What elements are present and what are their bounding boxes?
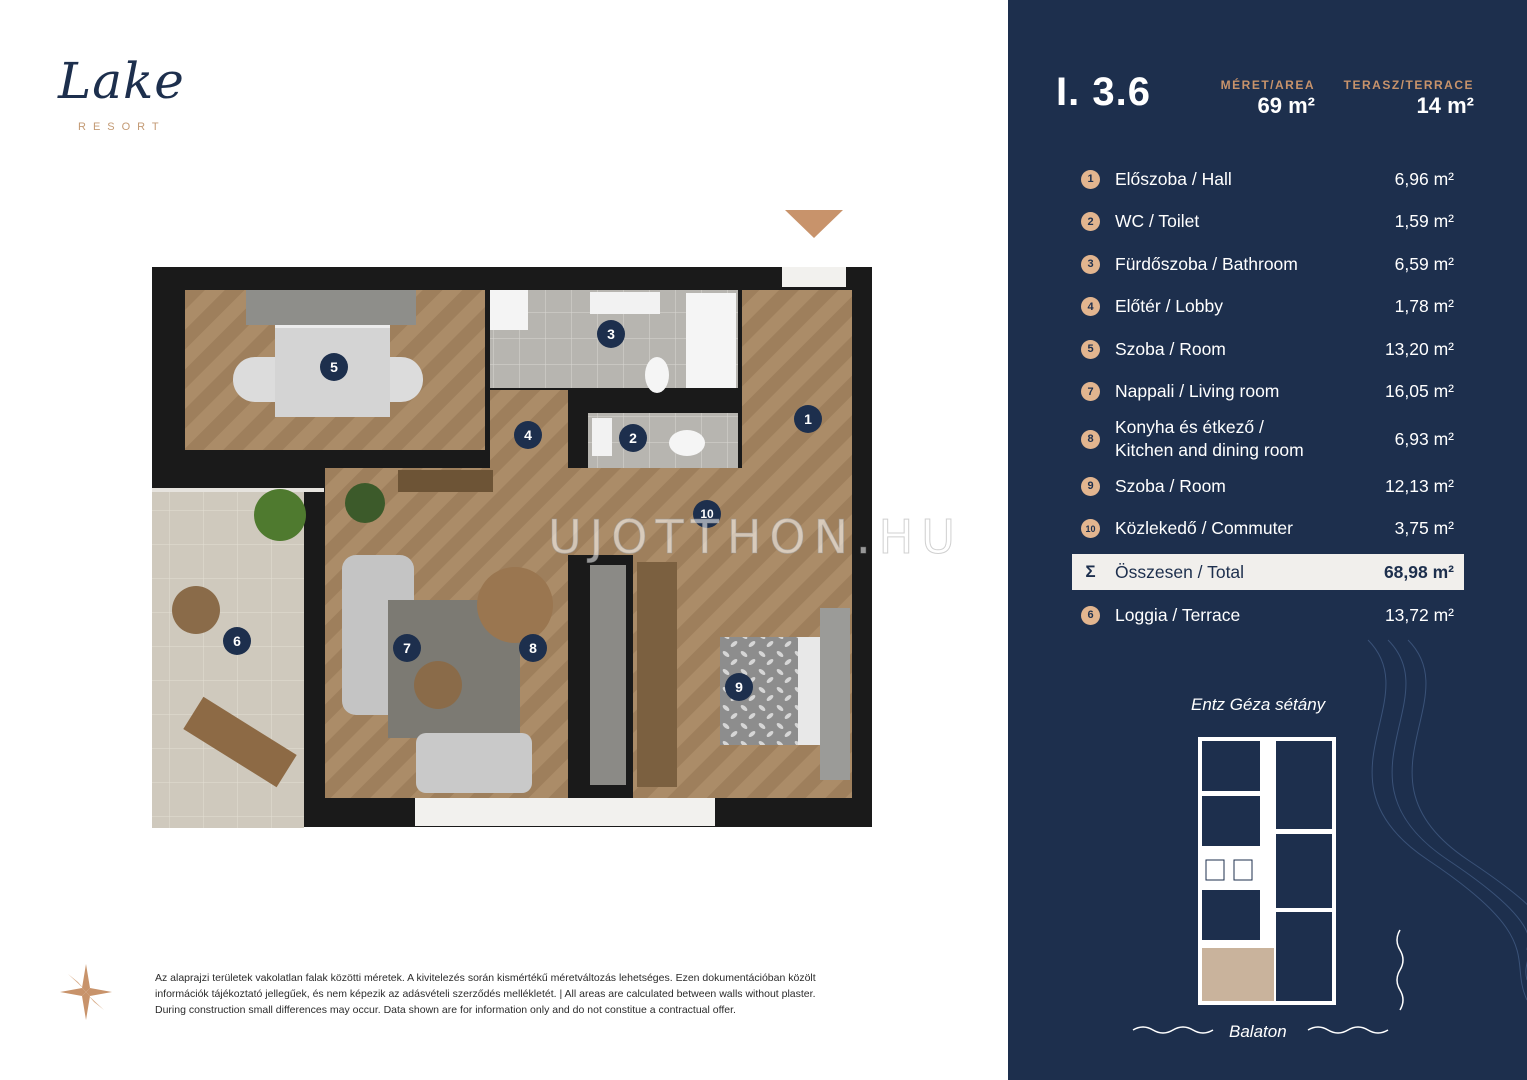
room-number-badge: 9 bbox=[1081, 476, 1100, 496]
terrace-value: 14 m² bbox=[1416, 93, 1474, 118]
apartment-id: I. 3.6 bbox=[1056, 70, 1151, 114]
plan-label-2: 2 bbox=[619, 424, 647, 452]
terrace-label: TERASZ/TERRACE bbox=[1343, 78, 1474, 92]
plan-label-6: 6 bbox=[223, 627, 251, 655]
sigma-icon: Σ bbox=[1085, 562, 1096, 581]
plan-label-10: 10 bbox=[693, 500, 721, 528]
room-number-badge: 4 bbox=[1081, 297, 1100, 317]
area-label: MÉRET/AREA bbox=[1220, 78, 1315, 92]
room-number-badge: 6 bbox=[1081, 605, 1100, 625]
room-list: 1 Előszoba / Hall 6,96 m² 2 WC / Toilet … bbox=[1072, 158, 1464, 637]
disclaimer-line: információk tájékoztató jellegűek, és ne… bbox=[155, 988, 816, 1000]
room-name: Nappali / Living room bbox=[1115, 381, 1280, 402]
plan-label-3: 3 bbox=[597, 320, 625, 348]
room-row: 7 Nappali / Living room 16,05 m² bbox=[1072, 371, 1464, 414]
total-name: Összesen / Total bbox=[1115, 561, 1245, 582]
room-area: 1,59 m² bbox=[1394, 211, 1454, 232]
brand-subtitle: RESORT bbox=[78, 121, 166, 133]
room-name: Szoba / Room bbox=[1115, 338, 1226, 359]
room-name: Konyha és étkező / Kitchen and dining ro… bbox=[1115, 416, 1354, 462]
room-row: 1 Előszoba / Hall 6,96 m² bbox=[1072, 158, 1464, 201]
floor-plan bbox=[152, 267, 872, 828]
room-name: Közlekedő / Commuter bbox=[1115, 518, 1293, 539]
room-row: 3 Fürdőszoba / Bathroom 6,59 m² bbox=[1072, 243, 1464, 286]
room-area: 16,05 m² bbox=[1384, 381, 1454, 402]
room-row: 8 Konyha és étkező / Kitchen and dining … bbox=[1072, 413, 1464, 465]
room-number-badge: 2 bbox=[1081, 212, 1100, 232]
disclaimer: Az alaprajzi területek vakolatlan falak … bbox=[155, 970, 975, 1018]
lake-label: Balaton bbox=[1229, 1022, 1287, 1041]
plan-label-4: 4 bbox=[514, 421, 542, 449]
room-row: 10 Közlekedő / Commuter 3,75 m² bbox=[1072, 508, 1464, 551]
plan-label-8: 8 bbox=[519, 634, 547, 662]
disclaimer-line: Az alaprajzi területek vakolatlan falak … bbox=[155, 972, 816, 984]
room-number-badge: 3 bbox=[1081, 254, 1100, 274]
room-name: Előtér / Lobby bbox=[1115, 296, 1223, 317]
room-area: 13,20 m² bbox=[1384, 338, 1454, 359]
plan-label-1: 1 bbox=[794, 405, 822, 433]
plan-label-9: 9 bbox=[725, 673, 753, 701]
plan-label-5: 5 bbox=[320, 353, 348, 381]
site-plan bbox=[1132, 639, 1527, 1034]
disclaimer-line: During construction small differences ma… bbox=[155, 1004, 736, 1016]
room-area: 12,13 m² bbox=[1384, 475, 1454, 496]
room-2-floor bbox=[588, 413, 738, 473]
room-row: 9 Szoba / Room 12,13 m² bbox=[1072, 465, 1464, 508]
room-area: 1,78 m² bbox=[1394, 296, 1454, 317]
room-area: 6,59 m² bbox=[1394, 253, 1454, 274]
room-area: 3,75 m² bbox=[1394, 518, 1454, 539]
room-area: 6,93 m² bbox=[1394, 428, 1454, 449]
room-row: 5 Szoba / Room 13,20 m² bbox=[1072, 328, 1464, 371]
compass-icon bbox=[60, 964, 112, 1020]
room-name-line: Konyha és étkező / bbox=[1115, 417, 1264, 437]
total-area: 68,98 m² bbox=[1383, 561, 1454, 582]
room-number-badge: 5 bbox=[1081, 339, 1100, 359]
room-number-badge: 8 bbox=[1081, 429, 1100, 449]
room-number-badge: 10 bbox=[1081, 519, 1100, 539]
room-name: WC / Toilet bbox=[1115, 211, 1200, 232]
total-row: Σ Összesen / Total 68,98 m² bbox=[1072, 554, 1464, 590]
kitchen-counter bbox=[590, 565, 626, 785]
room-row: 2 WC / Toilet 1,59 m² bbox=[1072, 201, 1464, 244]
street-label: Entz Géza sétány bbox=[1191, 695, 1326, 714]
room-name: Loggia / Terrace bbox=[1115, 604, 1241, 625]
area-value: 69 m² bbox=[1257, 93, 1315, 118]
room-name: Szoba / Room bbox=[1115, 475, 1226, 496]
room-name: Előszoba / Hall bbox=[1115, 168, 1232, 189]
brand-logo: Lake bbox=[58, 52, 185, 110]
room-name-line: Kitchen and dining room bbox=[1115, 440, 1304, 460]
entrance-arrow-icon bbox=[785, 210, 843, 238]
room-name: Fürdőszoba / Bathroom bbox=[1115, 253, 1298, 274]
floorplan-panel: Lake RESORT bbox=[58, 52, 975, 1020]
room-area: 6,96 m² bbox=[1394, 168, 1454, 189]
room-number-badge: 7 bbox=[1081, 382, 1100, 402]
room-row: 4 Előtér / Lobby 1,78 m² bbox=[1072, 286, 1464, 329]
plan-label-7: 7 bbox=[393, 634, 421, 662]
room-number-badge: 1 bbox=[1081, 169, 1100, 189]
room-area: 13,72 m² bbox=[1384, 604, 1454, 625]
loggia-row: 6 Loggia / Terrace 13,72 m² bbox=[1072, 594, 1464, 637]
info-panel: I. 3.6 MÉRET/AREA 69 m² TERASZ/TERRACE 1… bbox=[1008, 0, 1527, 1080]
